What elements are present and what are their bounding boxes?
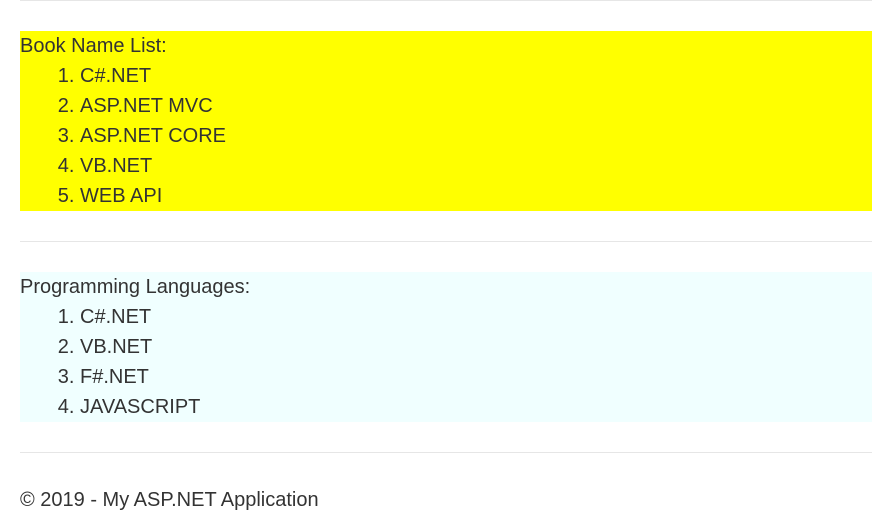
footer-copyright: © 2019 - My ASP.NET Application [20, 489, 319, 511]
list-item: WEB API [80, 181, 872, 211]
book-list-title: Book Name List: [20, 35, 167, 57]
page-body: Book Name List: C#.NET ASP.NET MVC ASP.N… [20, 0, 872, 515]
list-item: VB.NET [80, 332, 872, 362]
top-divider [20, 0, 872, 1]
book-list: C#.NET ASP.NET MVC ASP.NET CORE VB.NET W… [20, 61, 872, 211]
list-item: VB.NET [80, 151, 872, 181]
list-item: C#.NET [80, 61, 872, 91]
list-item: ASP.NET CORE [80, 121, 872, 151]
programming-languages-panel: Programming Languages: C#.NET VB.NET F#.… [20, 272, 872, 422]
list-item: C#.NET [80, 302, 872, 332]
footer-divider [20, 452, 872, 453]
list-item: JAVASCRIPT [80, 392, 872, 422]
languages-list: C#.NET VB.NET F#.NET JAVASCRIPT [20, 302, 872, 422]
languages-list-title: Programming Languages: [20, 276, 251, 298]
list-item: ASP.NET MVC [80, 91, 872, 121]
list-item: F#.NET [80, 362, 872, 392]
book-name-list-panel: Book Name List: C#.NET ASP.NET MVC ASP.N… [20, 31, 872, 211]
middle-divider [20, 241, 872, 242]
